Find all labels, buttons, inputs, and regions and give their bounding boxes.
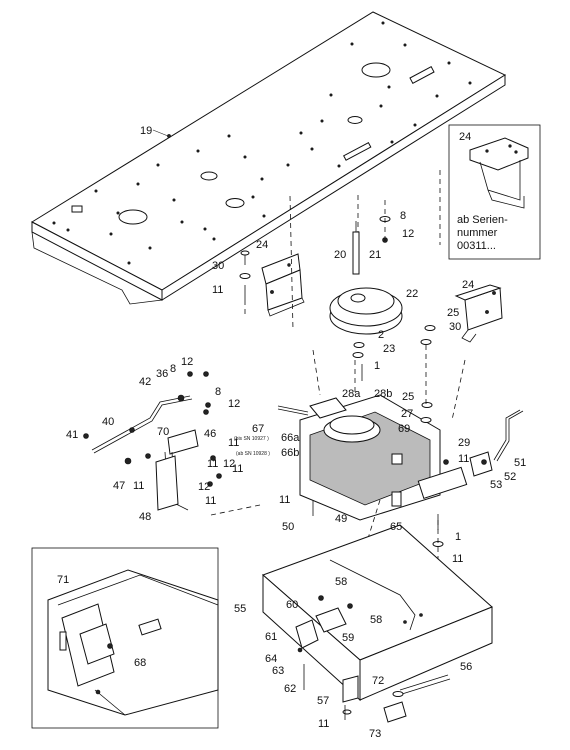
- callout-50: 50: [282, 521, 294, 533]
- callout-57: 57: [317, 695, 329, 707]
- callout-20: 20: [334, 249, 346, 261]
- callout-48: 48: [139, 511, 151, 523]
- callout-8c: 8: [215, 386, 221, 398]
- callout-40: 40: [102, 416, 114, 428]
- inset-note-line2: nummer: [457, 227, 498, 239]
- callout-36: 36: [156, 368, 168, 380]
- callout-11b: 11: [228, 437, 239, 449]
- bracket-left: [261, 253, 305, 317]
- callout-12c: 12: [228, 398, 240, 410]
- bracket-right: [454, 284, 503, 343]
- callout-53: 53: [490, 479, 502, 491]
- inset-dashboard: [31, 547, 219, 729]
- callout-66a: 66a: [281, 432, 300, 444]
- callout-24c: 24: [459, 131, 471, 143]
- callout-60: 60: [286, 599, 298, 611]
- callout-11c: 11: [207, 458, 218, 470]
- callout-1a: 1: [374, 360, 380, 372]
- callout-28a: 28a: [342, 388, 361, 400]
- callout-72: 72: [372, 675, 384, 687]
- callout-65: 65: [390, 521, 402, 533]
- transmission: [299, 394, 468, 521]
- callout-23: 23: [383, 343, 395, 355]
- callout-24b: 24: [462, 279, 474, 291]
- callout-52: 52: [504, 471, 516, 483]
- linkage-right: [443, 409, 524, 477]
- callout-12e: 12: [198, 481, 210, 493]
- callout-11i: 11: [452, 553, 463, 565]
- callout-70: 70: [157, 426, 169, 438]
- callout-55: 55: [234, 603, 246, 615]
- callout-62: 62: [284, 683, 296, 695]
- callout-59: 59: [342, 632, 354, 644]
- linkage-left: [83, 371, 309, 511]
- callout-28b: 28b: [374, 388, 392, 400]
- callout-11d: 11: [232, 463, 243, 475]
- callout-64: 64: [265, 653, 277, 665]
- callout-12a: 12: [402, 228, 414, 240]
- callout-11a: 11: [212, 284, 223, 296]
- callout-24a: 24: [256, 239, 268, 251]
- callout-2: 2: [378, 329, 384, 341]
- callout-11h: 11: [279, 494, 290, 506]
- callout-58b: 58: [370, 614, 382, 626]
- callout-11g: 11: [458, 453, 469, 465]
- callout-11f: 11: [205, 495, 216, 507]
- callout-30b: 30: [449, 321, 461, 333]
- pulley: [329, 221, 403, 335]
- callout-12b: 12: [181, 356, 193, 368]
- callout-22: 22: [406, 288, 418, 300]
- callout-61: 61: [265, 631, 277, 643]
- inset-bracket-serial: ab Serien- nummer 00311...: [448, 124, 541, 260]
- inset-note-line1: ab Serien-: [457, 214, 508, 226]
- callout-12d: 12: [223, 458, 235, 470]
- callout-25b: 25: [402, 391, 414, 403]
- callout-19: 19: [140, 125, 152, 137]
- callout-58a: 58: [335, 576, 347, 588]
- callout-68: 68: [134, 657, 146, 669]
- callout-11j: 11: [318, 718, 329, 730]
- serial-note-ab: (ab SN 10928 ): [236, 451, 270, 457]
- callout-63: 63: [272, 665, 284, 677]
- callout-69: 69: [398, 423, 410, 435]
- callout-11e: 11: [133, 480, 144, 492]
- callout-29: 29: [458, 437, 470, 449]
- callout-1b: 1: [455, 531, 461, 543]
- callout-67: 67: [252, 423, 264, 435]
- callout-30a: 30: [212, 260, 224, 272]
- callouts: 19 24 24 24 8 12 20 21 22 30 11 25 30 2 …: [57, 125, 526, 740]
- callout-47: 47: [113, 480, 125, 492]
- serial-note-bis: (bis SN 10927 ): [234, 436, 269, 442]
- chassis-plate: [30, 11, 507, 305]
- callout-41: 41: [66, 429, 78, 441]
- callout-73: 73: [369, 728, 381, 740]
- callout-66b: 66b: [281, 447, 299, 459]
- callout-56: 56: [460, 661, 472, 673]
- callout-42: 42: [139, 376, 151, 388]
- lower-brackets: [295, 595, 451, 723]
- callout-71: 71: [57, 574, 69, 586]
- callout-51: 51: [514, 457, 526, 469]
- callout-27: 27: [401, 408, 413, 420]
- callout-8a: 8: [400, 210, 406, 222]
- callout-8b: 8: [170, 363, 176, 375]
- cover-plate: [262, 524, 493, 702]
- callout-49: 49: [335, 513, 347, 525]
- callout-21: 21: [369, 249, 381, 261]
- callout-25: 25: [447, 307, 459, 319]
- callout-46: 46: [204, 428, 216, 440]
- inset-note-line3: 00311...: [457, 240, 496, 252]
